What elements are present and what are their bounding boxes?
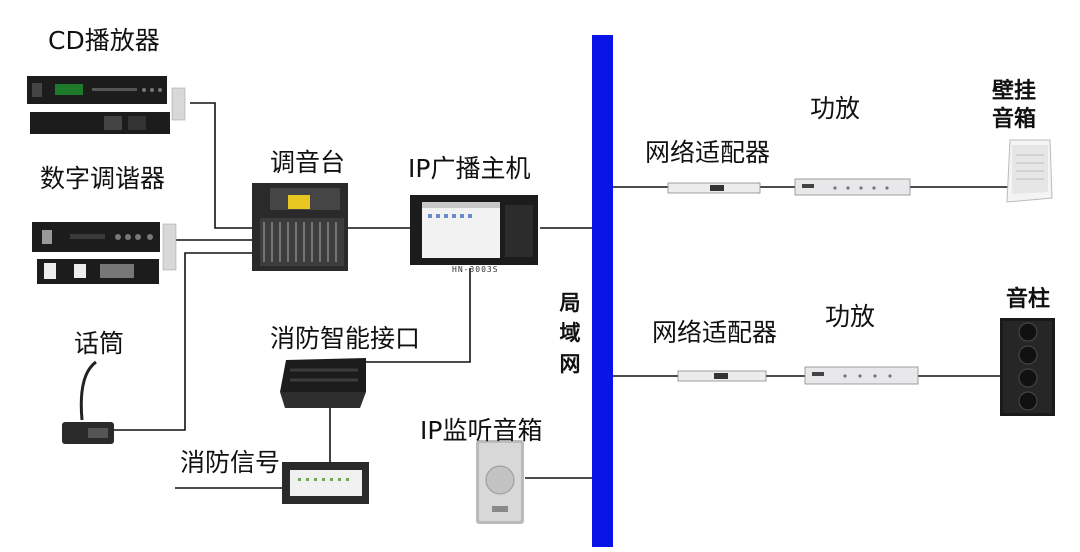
mixer-device bbox=[252, 183, 348, 271]
label-adapter-top: 网络适配器 bbox=[645, 138, 771, 167]
fire-interface-device bbox=[280, 358, 366, 408]
wire-cd-to-mixer bbox=[190, 102, 262, 229]
ip-broadcast-host-device bbox=[410, 195, 538, 265]
wall-speaker-device bbox=[1006, 139, 1053, 203]
label-digital-tuner: 数字调谐器 bbox=[40, 164, 166, 193]
label-fire-interface: 消防智能接口 bbox=[270, 324, 421, 353]
label-microphone: 话筒 bbox=[74, 329, 125, 358]
label-wall-speaker: 壁挂音箱 bbox=[992, 78, 1037, 132]
column-speaker-device bbox=[1000, 318, 1055, 416]
ip-monitor-speaker-device bbox=[476, 440, 524, 524]
label-adapter-bottom: 网络适配器 bbox=[652, 318, 778, 347]
connection-lines bbox=[110, 102, 1008, 489]
amplifier-bottom-device bbox=[804, 366, 919, 385]
label-amp-bottom: 功放 bbox=[825, 302, 876, 331]
cd-player-device bbox=[27, 76, 186, 134]
fire-signal-device bbox=[282, 462, 369, 504]
wire-mic-to-mixer bbox=[110, 252, 262, 431]
microphone-device bbox=[62, 360, 114, 444]
label-ip-monitor-speaker: IP监听音箱 bbox=[420, 416, 543, 445]
network-adapter-top-device bbox=[667, 182, 761, 194]
label-ip-host: IP广播主机 bbox=[408, 154, 531, 183]
network-adapter-bottom-device bbox=[677, 370, 767, 382]
label-fire-signal: 消防信号 bbox=[180, 448, 281, 477]
wire-host-to-fire-interface bbox=[365, 268, 471, 363]
label-cd-player: CD播放器 bbox=[48, 26, 160, 55]
amplifier-top-device bbox=[794, 178, 911, 196]
label-amp-top: 功放 bbox=[810, 94, 861, 123]
label-lan: 局域网 bbox=[559, 290, 581, 376]
lan-bus-bar bbox=[592, 35, 613, 547]
label-host-model: HN-3003S bbox=[452, 265, 499, 274]
label-column-speaker: 音柱 bbox=[1006, 286, 1051, 312]
label-mixer: 调音台 bbox=[270, 148, 346, 177]
digital-tuner-device bbox=[32, 222, 177, 284]
